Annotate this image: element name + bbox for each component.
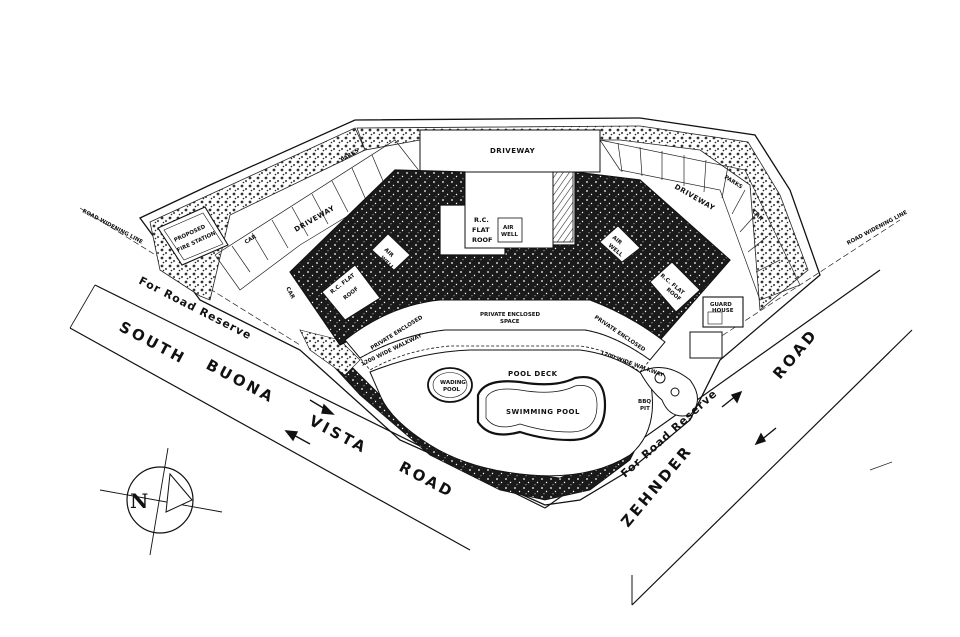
car-park-left: [214, 139, 421, 291]
roof-right-slab: [552, 171, 574, 243]
road-widening-label-right: ROAD WIDENING LINE: [846, 210, 909, 247]
wading-pool: [427, 367, 473, 403]
compass-north-label: N: [130, 489, 148, 513]
air-well-left: [371, 233, 411, 271]
arrow-icon: [309, 399, 335, 415]
roof-label: FLAT: [472, 226, 490, 234]
bbq-label: BBQ: [638, 399, 651, 405]
arrow-icon: [721, 390, 743, 408]
road-widening-label-left: ROAD WIDENING LINE: [81, 208, 144, 245]
roof-label: ROOF: [472, 236, 493, 244]
guard-house: [689, 296, 744, 359]
arrow-icon: [754, 427, 777, 446]
guard-house-label: GUARD: [710, 302, 732, 308]
road-label-south: SOUTH: [116, 318, 189, 368]
garden-strip: [299, 329, 361, 376]
air-well-label: WELL: [501, 232, 518, 238]
roof-label: R.C.: [474, 216, 489, 224]
wading-pool-label: WADING: [440, 380, 466, 386]
air-well-right: [599, 225, 641, 263]
driveway-top: [419, 129, 601, 173]
bbq-area: [639, 367, 698, 417]
swimming-pool-label: SWIMMING POOL: [506, 408, 580, 416]
wading-pool-label: POOL: [443, 387, 460, 393]
bbq-label: PIT: [640, 406, 650, 412]
road-label-zehnder-road: ROAD: [769, 325, 821, 383]
pool-deck-label: POOL DECK: [508, 370, 558, 378]
air-well-center: [497, 217, 523, 243]
roof-right: [649, 261, 701, 313]
site-boundary: [139, 117, 821, 506]
road-label-buona: BUONA: [203, 356, 278, 407]
driveway-label-right: DRIVEWAY: [673, 183, 717, 213]
car-park-label: CAR: [284, 286, 296, 301]
driveway-label-left: DRIVEWAY: [293, 204, 337, 234]
private-space-label: PRIVATE ENCLOSED: [480, 312, 541, 318]
swimming-pool: [476, 376, 607, 442]
guard-house-label: HOUSE: [712, 308, 734, 314]
air-well-label: AIR: [503, 225, 514, 231]
air-well-label: AIR: [611, 235, 624, 247]
compass-icon: [99, 447, 223, 556]
roof-left: [321, 264, 381, 321]
arrow-icon: [284, 430, 311, 445]
fire-station: [157, 206, 229, 266]
private-space-label: SPACE: [500, 319, 520, 325]
driveway-label-top: DRIVEWAY: [490, 147, 536, 155]
road-label-vista: VISTA: [306, 412, 371, 458]
car-park-right: [599, 139, 801, 301]
